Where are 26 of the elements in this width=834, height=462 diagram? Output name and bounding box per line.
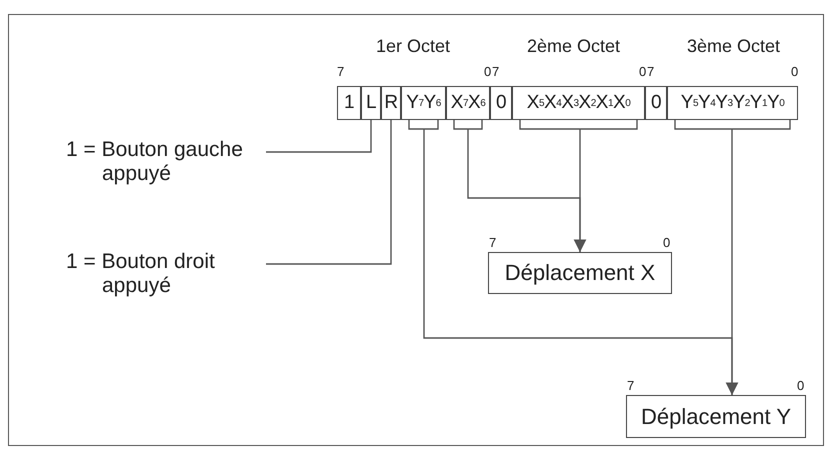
bit-number: 7 xyxy=(489,235,496,250)
bit-number: 0 xyxy=(791,64,798,79)
bit-number: 0 xyxy=(663,235,670,250)
annotation-text: 1 = Bouton droit appuyé xyxy=(66,250,216,298)
bit-number: 7 xyxy=(627,378,634,393)
heading: 1er Octet xyxy=(376,36,450,57)
bit-number: 0 xyxy=(639,64,646,79)
arrow xyxy=(519,119,638,252)
arrow xyxy=(674,119,791,395)
bit-field-cell: L xyxy=(361,86,381,120)
register-box: Déplacement X xyxy=(488,252,672,294)
leader-line xyxy=(266,120,372,153)
bit-number: 7 xyxy=(492,64,500,79)
bit-number: 7 xyxy=(647,64,654,79)
register-box: Déplacement Y xyxy=(626,395,806,438)
bit-number: 0 xyxy=(484,64,492,79)
heading: 2ème Octet xyxy=(527,36,620,57)
bit-number: 0 xyxy=(797,378,804,393)
bit-field-cell: R xyxy=(381,86,401,120)
annotation-text: 1 = Bouton gauche appuyé xyxy=(66,138,244,186)
bit-field-cell: 1 xyxy=(337,86,361,120)
leader-line xyxy=(266,120,392,265)
heading: 3ème Octet xyxy=(687,36,780,57)
bit-field-cell: 0 xyxy=(490,86,512,120)
bit-number: 7 xyxy=(337,64,344,79)
bit-field-cell: 0 xyxy=(645,86,667,120)
